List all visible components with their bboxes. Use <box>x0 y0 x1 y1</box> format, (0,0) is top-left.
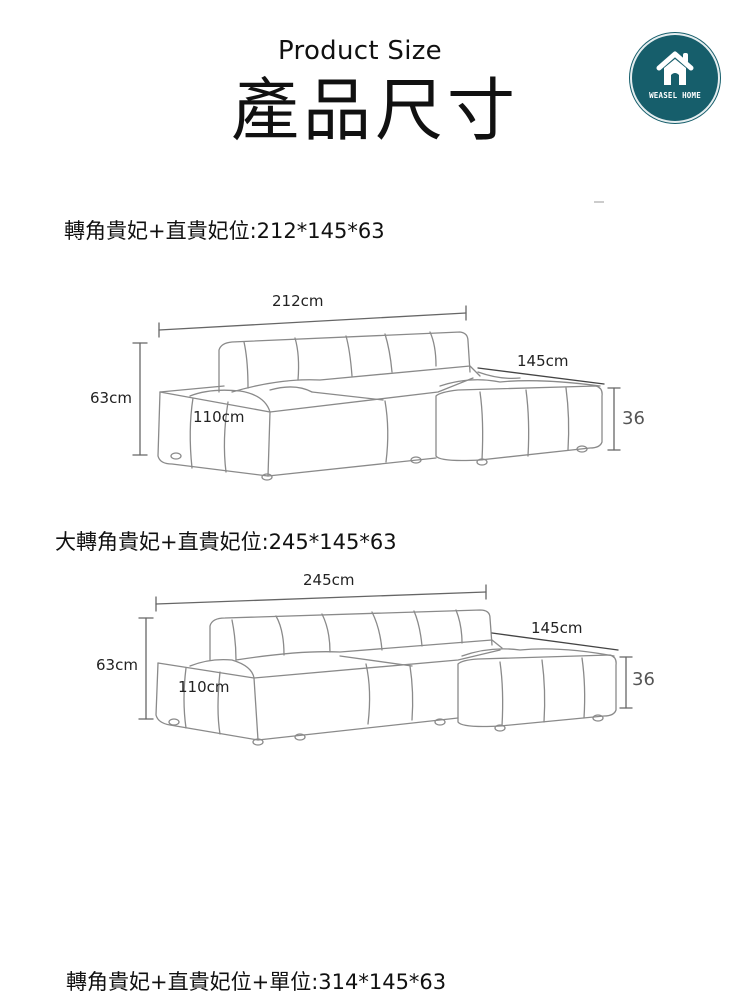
sofa-diagram-2 <box>138 584 633 746</box>
depth-label-1: 110cm <box>193 408 245 426</box>
spec-label-1: 轉角貴妃+直貴妃位:212*145*63 <box>64 219 385 243</box>
brand-logo: WEASEL HOME <box>632 35 718 121</box>
title-english: Product Size <box>278 36 442 66</box>
seat-height-label-1: 36 <box>622 408 645 429</box>
decorative-mark <box>594 201 604 203</box>
spec-label-2: 大轉角貴妃+直貴妃位:245*145*63 <box>55 530 397 554</box>
chaise-length-label-1: 145cm <box>517 352 569 370</box>
depth-label-2: 110cm <box>178 678 230 696</box>
chaise-length-label-2: 145cm <box>531 619 583 637</box>
sofa-diagram-1 <box>132 305 621 481</box>
height-label-1: 63cm <box>90 389 132 407</box>
width-label-1: 212cm <box>272 292 324 310</box>
height-label-2: 63cm <box>96 656 138 674</box>
title-chinese: 產品尺寸 <box>230 72 519 151</box>
width-label-2: 245cm <box>303 571 355 589</box>
spec-label-3: 轉角貴妃+直貴妃位+單位:314*145*63 <box>66 970 447 994</box>
house-icon <box>656 51 694 85</box>
seat-height-label-2: 36 <box>632 669 655 690</box>
logo-text: WEASEL HOME <box>649 91 701 100</box>
